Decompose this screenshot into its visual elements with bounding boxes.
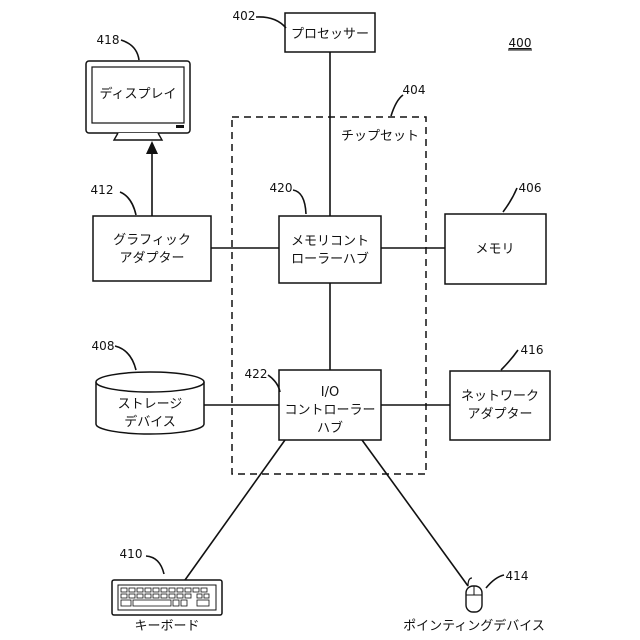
graphics-adapter-label-line1: グラフィック (113, 233, 191, 248)
graphics-adapter-label-line2: アダプター (119, 251, 184, 266)
memory-label: メモリ (475, 242, 514, 257)
pointing-device-label: ポインティングデバイス (403, 618, 545, 634)
pointing-device-ref: 414 (506, 569, 529, 583)
chipset-label: チップセット (341, 129, 419, 144)
network-adapter-label-line2: アダプター (467, 407, 532, 422)
connections (146, 52, 468, 586)
mch-ref: 420 (270, 181, 293, 195)
graphics-adapter-box (93, 216, 211, 281)
network-adapter-box (450, 371, 550, 440)
figure-number: 400 (509, 36, 532, 50)
network-adapter-label-line1: ネットワーク (461, 389, 539, 404)
arrowhead-icon (146, 141, 158, 154)
memory-ref: 406 (519, 181, 542, 195)
ich-to-keyboard-line (185, 440, 285, 580)
storage-ref: 408 (92, 339, 115, 353)
chipset-ref: 404 (403, 83, 426, 97)
pointing-device-icon (466, 578, 482, 612)
ich-label-line3: ハブ (317, 420, 343, 436)
display-label: ディスプレイ (99, 86, 176, 102)
keyboard-label: キーボード (134, 619, 199, 634)
processor-label: プロセッサー (291, 27, 369, 42)
ich-label-line2: コントローラー (284, 403, 375, 418)
graphics-adapter-ref: 412 (91, 183, 114, 197)
ich-label-line1: I/O (321, 385, 339, 400)
keyboard-icon (112, 580, 222, 615)
ich-ref: 422 (245, 367, 268, 381)
network-adapter-ref: 416 (521, 343, 544, 357)
mch-label-line2: ローラーハブ (291, 251, 369, 267)
mch-label-line1: メモリコント (291, 234, 369, 249)
keyboard-ref: 410 (120, 547, 143, 561)
processor-ref: 402 (233, 9, 256, 23)
display-ref: 418 (97, 33, 120, 47)
memory-controller-hub-box (279, 216, 381, 283)
storage-label-line1: ストレージ (118, 397, 183, 412)
ich-to-pointing-line (362, 440, 468, 586)
storage-label-line2: デバイス (124, 414, 176, 430)
